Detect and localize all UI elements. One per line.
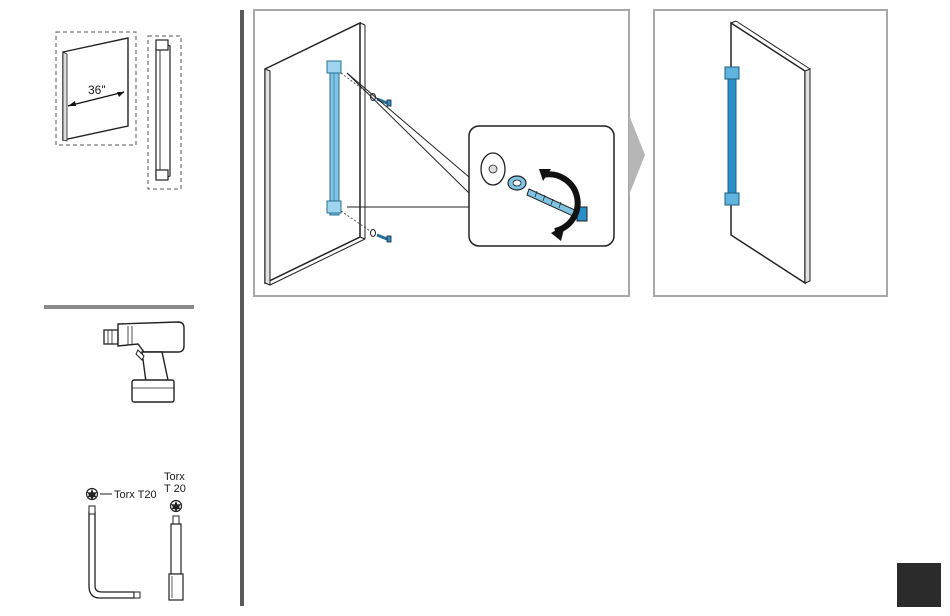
mounted-result-diagram — [655, 11, 886, 295]
parts-illustration: 36" — [50, 26, 190, 196]
panel-width-label: 36" — [88, 83, 106, 97]
torx-tools-illustration: Torx T20 Torx T 20 — [80, 468, 200, 608]
handle-bar-part — [156, 40, 170, 180]
bit-torx-label-line1: Torx — [164, 471, 185, 483]
mounting-diagram — [255, 11, 628, 295]
torx-lkey-icon — [87, 489, 98, 501]
bit-torx-label-line2: T 20 — [164, 483, 186, 495]
torx-screwdriver-bit-tool — [169, 516, 183, 600]
torx-l-key-tool — [89, 506, 140, 598]
torx-bit-icon — [171, 501, 182, 513]
mounted-door-panel — [731, 21, 810, 283]
step-result-panel — [653, 9, 888, 297]
screw-detail-callout — [469, 126, 614, 246]
step-mounting-panel — [253, 9, 630, 297]
page-number-box — [897, 563, 941, 607]
door-panel — [265, 23, 365, 285]
next-step-arrow-icon — [629, 115, 649, 195]
tools-divider — [44, 305, 194, 309]
lkey-torx-label: Torx T20 — [114, 489, 157, 501]
cordless-drill-icon — [98, 318, 194, 408]
column-divider — [240, 10, 244, 606]
bottom-screw — [371, 230, 392, 243]
